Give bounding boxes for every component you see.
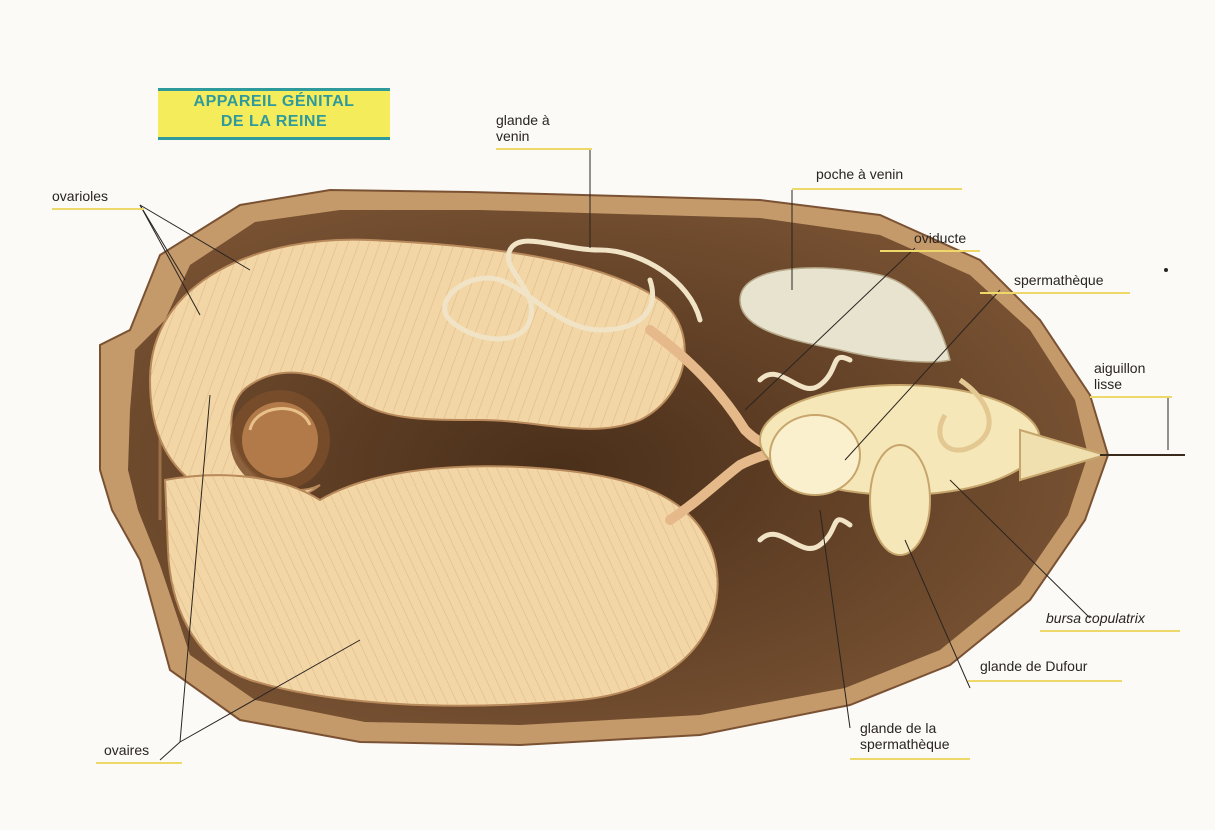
label-oviducte: oviducte xyxy=(914,230,966,246)
underline-glande-de-la-spermatheque xyxy=(850,758,970,760)
label-spermatheque: spermathèque xyxy=(1014,272,1104,288)
underline-poche-a-venin xyxy=(792,188,962,190)
underline-bursa-copulatrix xyxy=(1040,630,1180,632)
title-line-1: APPAREIL GÉNITAL xyxy=(158,93,390,111)
label-glande-a-venin: glande à venin xyxy=(496,112,550,144)
underline-glande-de-dufour xyxy=(968,680,1122,682)
label-poche-a-venin: poche à venin xyxy=(816,166,903,182)
underline-ovaires xyxy=(96,762,182,764)
label-glande-de-la-spermatheque: glande de la spermathèque xyxy=(860,720,950,752)
label-bursa-copulatrix: bursa copulatrix xyxy=(1046,610,1145,626)
underline-spermatheque xyxy=(980,292,1130,294)
underline-glande-a-venin xyxy=(496,148,592,150)
lower-ovary xyxy=(165,466,718,705)
ink-dot xyxy=(1164,268,1168,272)
label-glande-de-dufour: glande de Dufour xyxy=(980,658,1087,674)
diagram-title: APPAREIL GÉNITAL DE LA REINE xyxy=(158,88,390,140)
label-ovaires: ovaires xyxy=(104,742,149,758)
underline-ovarioles xyxy=(52,208,144,210)
underline-oviducte xyxy=(880,250,980,252)
title-line-2: DE LA REINE xyxy=(158,113,390,131)
label-ovarioles: ovarioles xyxy=(52,188,108,204)
label-aiguillon-lisse: aiguillon lisse xyxy=(1094,360,1145,392)
underline-aiguillon-lisse xyxy=(1090,396,1172,398)
